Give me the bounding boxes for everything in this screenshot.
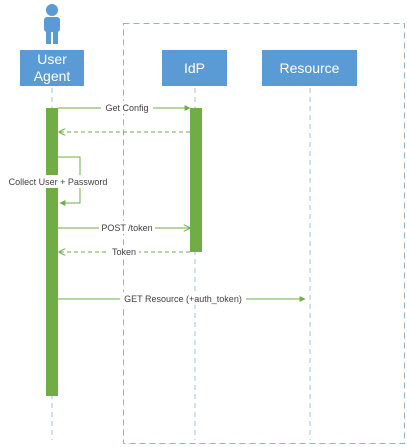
participant-user-agent-line2: Agent [33, 68, 71, 84]
trust-boundary-frame [123, 23, 405, 444]
message-collect-credentials-label: Collect User + Password [9, 177, 108, 187]
message-post-token-label: POST /token [101, 223, 152, 233]
participant-user-agent: User Agent [20, 50, 84, 86]
activation-user-agent [46, 108, 58, 396]
activation-idp [190, 108, 202, 252]
message-token-label: Token [112, 247, 136, 257]
participant-idp-label: IdP [183, 59, 205, 76]
participant-resource: Resource [262, 50, 357, 86]
participant-idp: IdP [162, 50, 227, 86]
participant-resource-label: Resource [279, 59, 340, 76]
person-icon [44, 4, 60, 44]
message-get-resource-label: GET Resource (+auth_token) [124, 294, 242, 304]
message-get-config-label: Get Config [105, 103, 148, 113]
participant-user-agent-line1: User [37, 51, 67, 67]
